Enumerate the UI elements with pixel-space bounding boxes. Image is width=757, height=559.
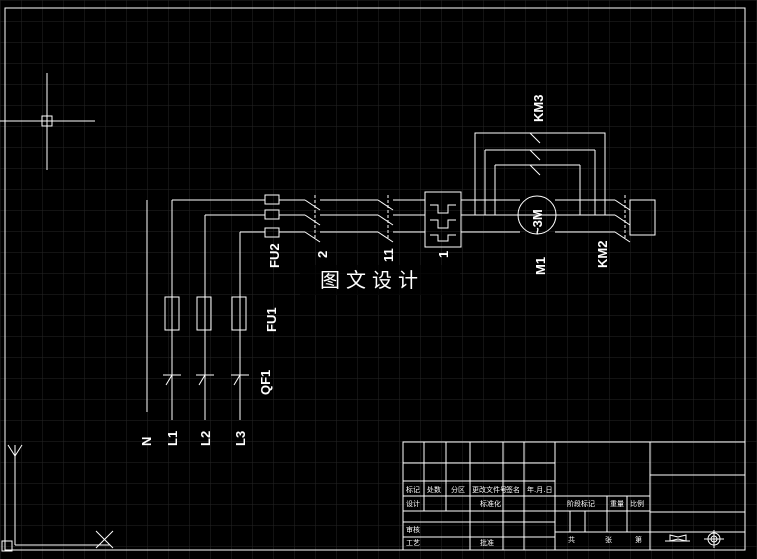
- terminal-2-label: 2: [315, 251, 330, 258]
- tb-design: 设计: [406, 499, 420, 508]
- l2-label: L2: [198, 431, 213, 446]
- schematic-labels: KM3 ~3M M1 KM2 FU2 FU1 QF1 N L1 L2 L3 2 …: [139, 95, 610, 446]
- title-block-text: 标记 处数 分区 更改文件号 签名 年.月.日 设计 标准化 阶段标记 重量 比…: [406, 485, 644, 547]
- tb-weight: 重量: [610, 500, 624, 508]
- km3-label: KM3: [531, 95, 546, 122]
- fu1-label: FU1: [264, 307, 279, 332]
- terminal-11-label: 11: [381, 248, 396, 262]
- tb-ratio: 比例: [630, 499, 644, 508]
- drawing-border: [4, 7, 746, 551]
- m1-label: M1: [533, 257, 548, 275]
- n-label: N: [139, 437, 154, 446]
- qf1-label: QF1: [258, 370, 273, 395]
- title-block: [402, 441, 746, 551]
- tb-mark: 标记: [406, 485, 420, 494]
- km2-label: KM2: [595, 241, 610, 268]
- terminal-1-label: 1: [436, 251, 451, 258]
- l1-label: L1: [165, 431, 180, 446]
- tb-date: 年.月.日: [527, 485, 552, 494]
- tb-process: 工艺: [406, 539, 420, 547]
- tb-count: 处数: [427, 485, 441, 494]
- fu2-label: FU2: [267, 243, 282, 268]
- tb-sign: 签名: [506, 485, 520, 494]
- tb-zone: 分区: [451, 485, 465, 494]
- ucs-icon: [1, 444, 114, 552]
- motor-control-schematic: [146, 132, 656, 420]
- watermark-text: 图文设计: [320, 268, 424, 292]
- tb-review: 审核: [406, 525, 420, 534]
- tb-page: 第: [635, 535, 642, 544]
- tb-total: 共: [568, 535, 575, 544]
- tb-approve: 批准: [480, 538, 494, 547]
- projection-symbol-icon: [665, 530, 724, 548]
- l3-label: L3: [233, 431, 248, 446]
- tb-stage-mark: 阶段标记: [567, 499, 595, 508]
- crosshair-cursor-icon: [0, 73, 95, 170]
- tb-sheets: 张: [605, 535, 612, 544]
- tb-doc-no: 更改文件号: [472, 485, 507, 494]
- watermark-backdrop: [300, 265, 460, 295]
- tb-standard: 标准化: [480, 499, 501, 508]
- motor-label: ~3M: [530, 209, 545, 235]
